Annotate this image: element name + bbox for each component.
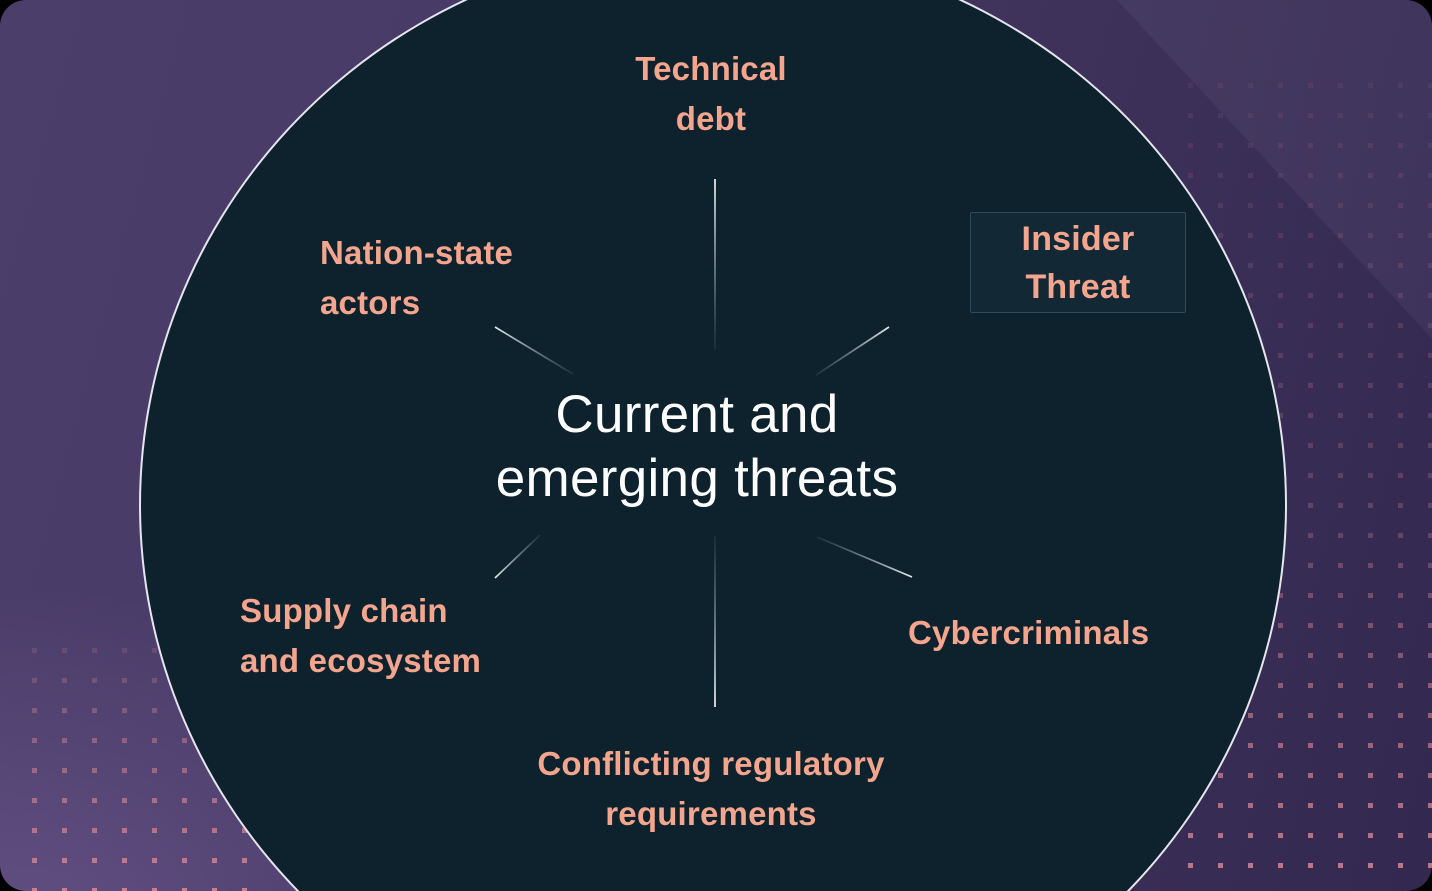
node-conflicting-regulatory: Conflicting regulatory requirements <box>537 745 885 832</box>
connector-upper-left-line <box>494 326 574 375</box>
node-cybercriminals: Cybercriminals <box>908 614 1150 651</box>
node-nation-state-actors: Nation-state actors <box>320 234 514 321</box>
node-technical-debt: Technical debt <box>635 50 787 137</box>
node-supply-chain: Supply chain and ecosystem <box>240 592 482 679</box>
connector-upper-right-line <box>815 326 890 376</box>
connector-lower-left-line <box>494 534 541 579</box>
insider-threat-box: Insider Threat <box>970 212 1186 313</box>
diagram-title: Current and emerging threats <box>495 385 899 508</box>
connector-lower-right-line <box>816 536 913 578</box>
node-insider-threat: Insider Threat <box>1021 219 1135 306</box>
